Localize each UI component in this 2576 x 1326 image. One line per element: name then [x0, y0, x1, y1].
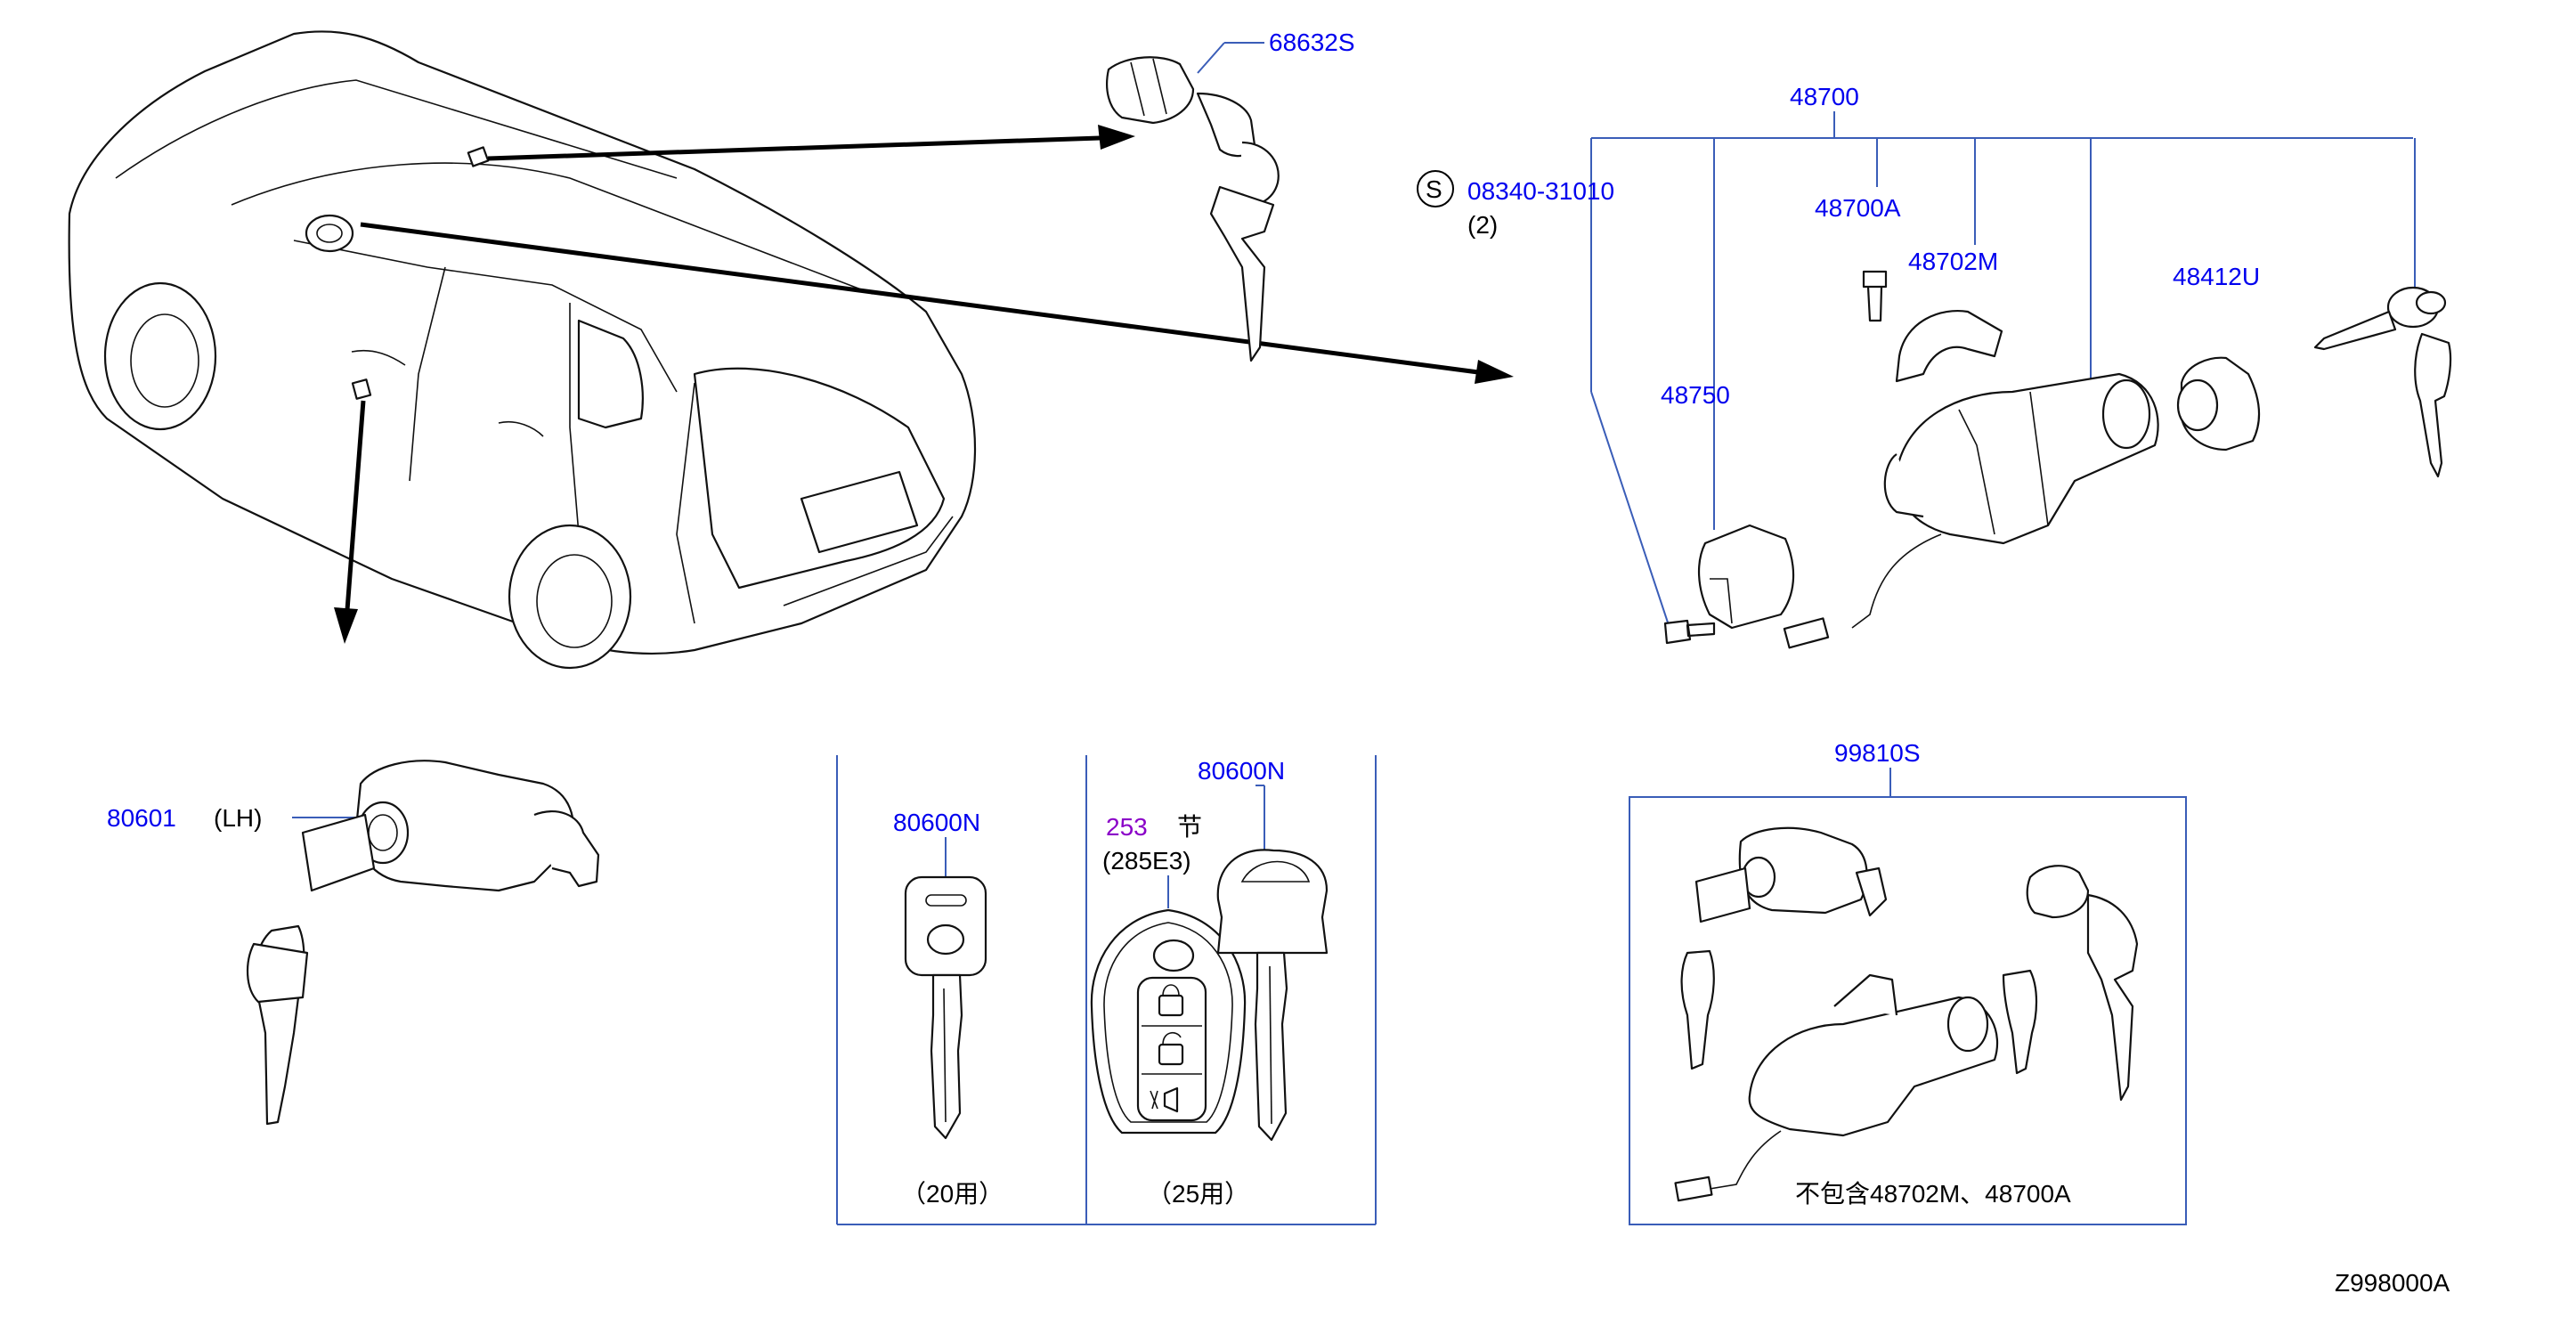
label-80600n-right: 80600N	[1198, 757, 1285, 785]
lock-button-icon[interactable]	[1158, 994, 1184, 1017]
label-qty-2: (2)	[1467, 211, 1498, 239]
label-48750: 48750	[1661, 381, 1730, 409]
intelligent-key-285e3[interactable]: 253 节 (285E3) （25用）	[1090, 813, 1249, 1208]
back-door-lock-marker	[467, 146, 490, 167]
label-s-mark: S	[1426, 175, 1442, 203]
label-285e3: (285E3)	[1102, 847, 1191, 875]
label-48700a: 48700A	[1815, 194, 1901, 222]
panic-button-icon[interactable]	[1163, 1086, 1179, 1113]
label-section-253[interactable]: 253	[1106, 813, 1148, 841]
unlock-button-icon[interactable]	[1158, 1043, 1184, 1066]
diagram-id: Z998000A	[2335, 1269, 2450, 1297]
key-80600n-20[interactable]: 80600N （20用）	[893, 809, 1004, 1208]
label-48700: 48700	[1790, 83, 1859, 110]
fuel-lid-icon	[305, 214, 354, 253]
label-lh: (LH)	[214, 804, 262, 832]
part-68632s[interactable]: 68632S	[1106, 28, 1355, 362]
kit-frame	[1629, 796, 2187, 1225]
part-80601-lh[interactable]: 80601 (LH)	[107, 760, 600, 1126]
label-80601: 80601	[107, 804, 176, 832]
label-use-20: （20用）	[901, 1180, 1004, 1208]
label-section-word: 节	[1177, 813, 1202, 841]
label-99810s: 99810S	[1834, 739, 1921, 767]
label-80600n-left: 80600N	[893, 809, 980, 836]
callout-arrows	[334, 125, 1514, 644]
key-80600n-25[interactable]: 80600N	[1198, 757, 1329, 1142]
label-48412u: 48412U	[2173, 263, 2260, 290]
s-bolt-symbol	[1417, 170, 1454, 207]
label-kit-exclusion: 不包含48702M、48700A	[1795, 1180, 2071, 1208]
part-48700-group[interactable]: 48700 S 08340-31010 (2) 48700A 48702M 48…	[1417, 83, 2452, 649]
nissan-logo-icon	[1152, 939, 1195, 972]
label-68632s: 68632S	[1269, 28, 1355, 56]
door-lock-marker	[351, 378, 372, 400]
label-use-25: （25用）	[1147, 1180, 1249, 1208]
part-99810s-kit[interactable]: 99810S 不包含48702M、48700A	[1629, 739, 2187, 1225]
label-48702m: 48702M	[1908, 248, 1998, 275]
vehicle-illustration	[68, 30, 977, 670]
key-panel: 80600N （20用） 253 节 (285E3)	[836, 755, 1377, 1225]
label-08340-31010: 08340-31010	[1467, 177, 1614, 205]
